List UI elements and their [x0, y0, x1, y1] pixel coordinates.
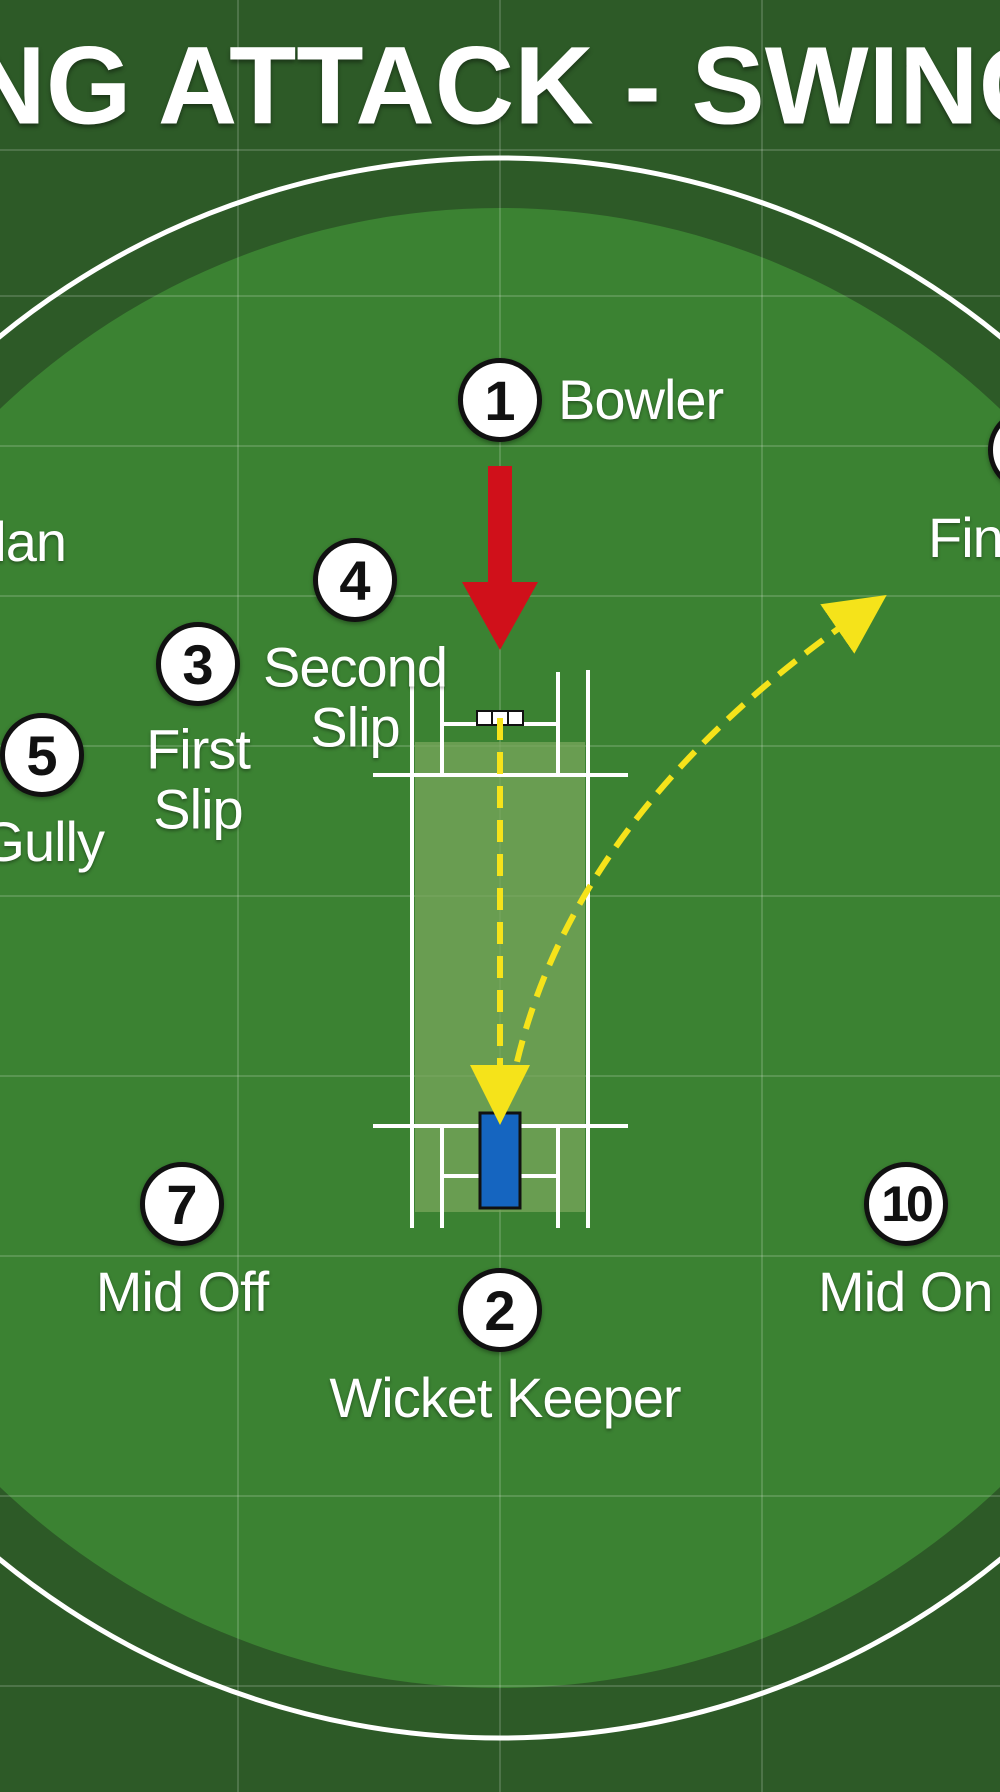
fielder-badge-2: 2 [458, 1268, 542, 1352]
boundary-line [0, 155, 1000, 1741]
fielder-label-left-cut: lan [0, 509, 67, 573]
fielder-badge-10: 10 [864, 1162, 948, 1246]
fielder-label-first-slip: First Slip [146, 717, 251, 841]
fielder-label-second-slip: Second Slip [263, 635, 448, 759]
fielder-badge-7: 7 [140, 1162, 224, 1246]
fielder-badge-4: 4 [313, 538, 397, 622]
fielder-label-bowler: Bowler [558, 367, 724, 431]
fielder-label-fine: Fin [928, 505, 1000, 569]
fielder-badge-1: 1 [458, 358, 542, 442]
batter-block [478, 1111, 522, 1210]
fielder-label-mid-off: Mid Off [95, 1259, 269, 1323]
fielder-label-wicket-keeper: Wicket Keeper [329, 1365, 681, 1429]
fielder-badge-3: 3 [156, 622, 240, 706]
ball-path-swing [507, 594, 887, 1096]
diagram-title: ING ATTACK - SWING [0, 24, 1000, 148]
fielder-label-gully: Gully [0, 809, 105, 873]
fielder-label-mid-on: Mid On [818, 1259, 993, 1323]
fielder-badge-5: 5 [0, 713, 84, 797]
bowler-arrow [462, 466, 538, 650]
